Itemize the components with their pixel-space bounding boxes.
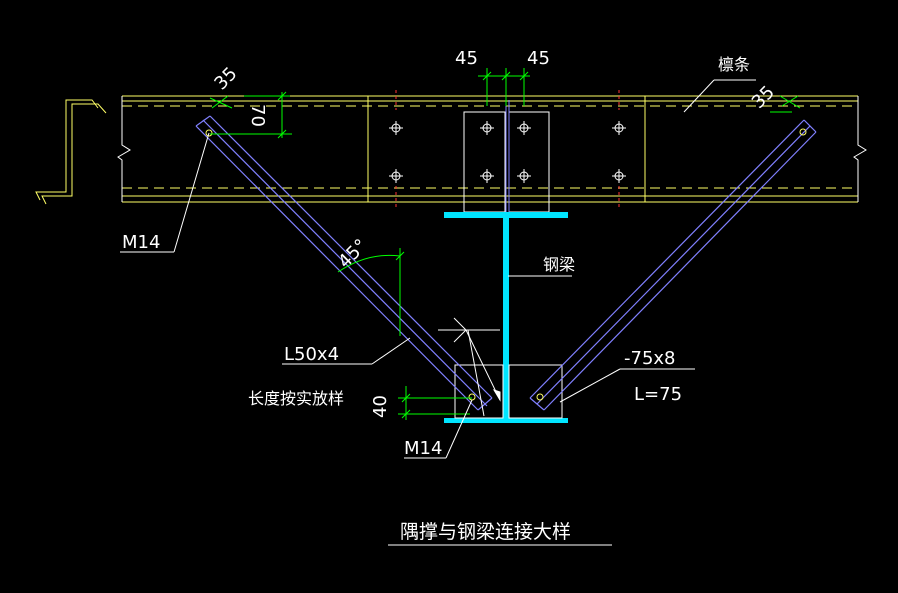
dim-bottom-offset: 40 <box>370 395 391 418</box>
weld-symbol <box>438 317 501 417</box>
dimension-40 <box>398 386 472 420</box>
dim-angle: 45° <box>334 235 371 272</box>
dim-bolt-spacing: 70 <box>247 104 268 127</box>
dim-edge-left: 35 <box>210 63 241 94</box>
dim-edge-right: 35 <box>748 82 779 113</box>
label-bolt-bottom: M14 <box>404 438 442 459</box>
bottom-stiffeners <box>454 364 563 419</box>
label-steel-beam: 钢梁 <box>543 255 575 274</box>
label-angle-section: L50x4 <box>284 344 339 365</box>
bolt-hole <box>480 169 494 183</box>
label-plate-length: L=75 <box>634 384 682 405</box>
drawing-title: 隅撑与钢梁连接大样 <box>400 521 571 543</box>
dim-right-gap: 45 <box>527 48 550 69</box>
bolt-hole <box>612 169 626 183</box>
label-bolt-top: M14 <box>122 232 160 253</box>
bolt-hole <box>612 121 626 135</box>
dimension-45-45 <box>478 68 530 106</box>
dimension-35-right <box>770 95 801 113</box>
dimension-angle-45 <box>337 248 405 336</box>
bolt-hole <box>517 121 531 135</box>
left-brace <box>195 115 493 411</box>
bolt-hole <box>517 169 531 183</box>
label-plate-section: -75x8 <box>624 348 676 369</box>
label-angle-note: 长度按实放样 <box>248 389 344 408</box>
bolt-hole <box>480 121 494 135</box>
purlin-z-section <box>35 99 107 205</box>
purlin <box>117 90 867 210</box>
leaders <box>120 79 756 459</box>
dim-left-gap: 45 <box>455 48 478 69</box>
right-brace <box>529 119 817 411</box>
purlin-bolt-holes <box>389 121 626 183</box>
bolt-hole <box>389 169 403 183</box>
dimension-35-70-left <box>209 91 292 139</box>
label-purlin: 檩条 <box>718 55 750 74</box>
bolt-hole <box>389 121 403 135</box>
steel-beam <box>444 100 568 423</box>
